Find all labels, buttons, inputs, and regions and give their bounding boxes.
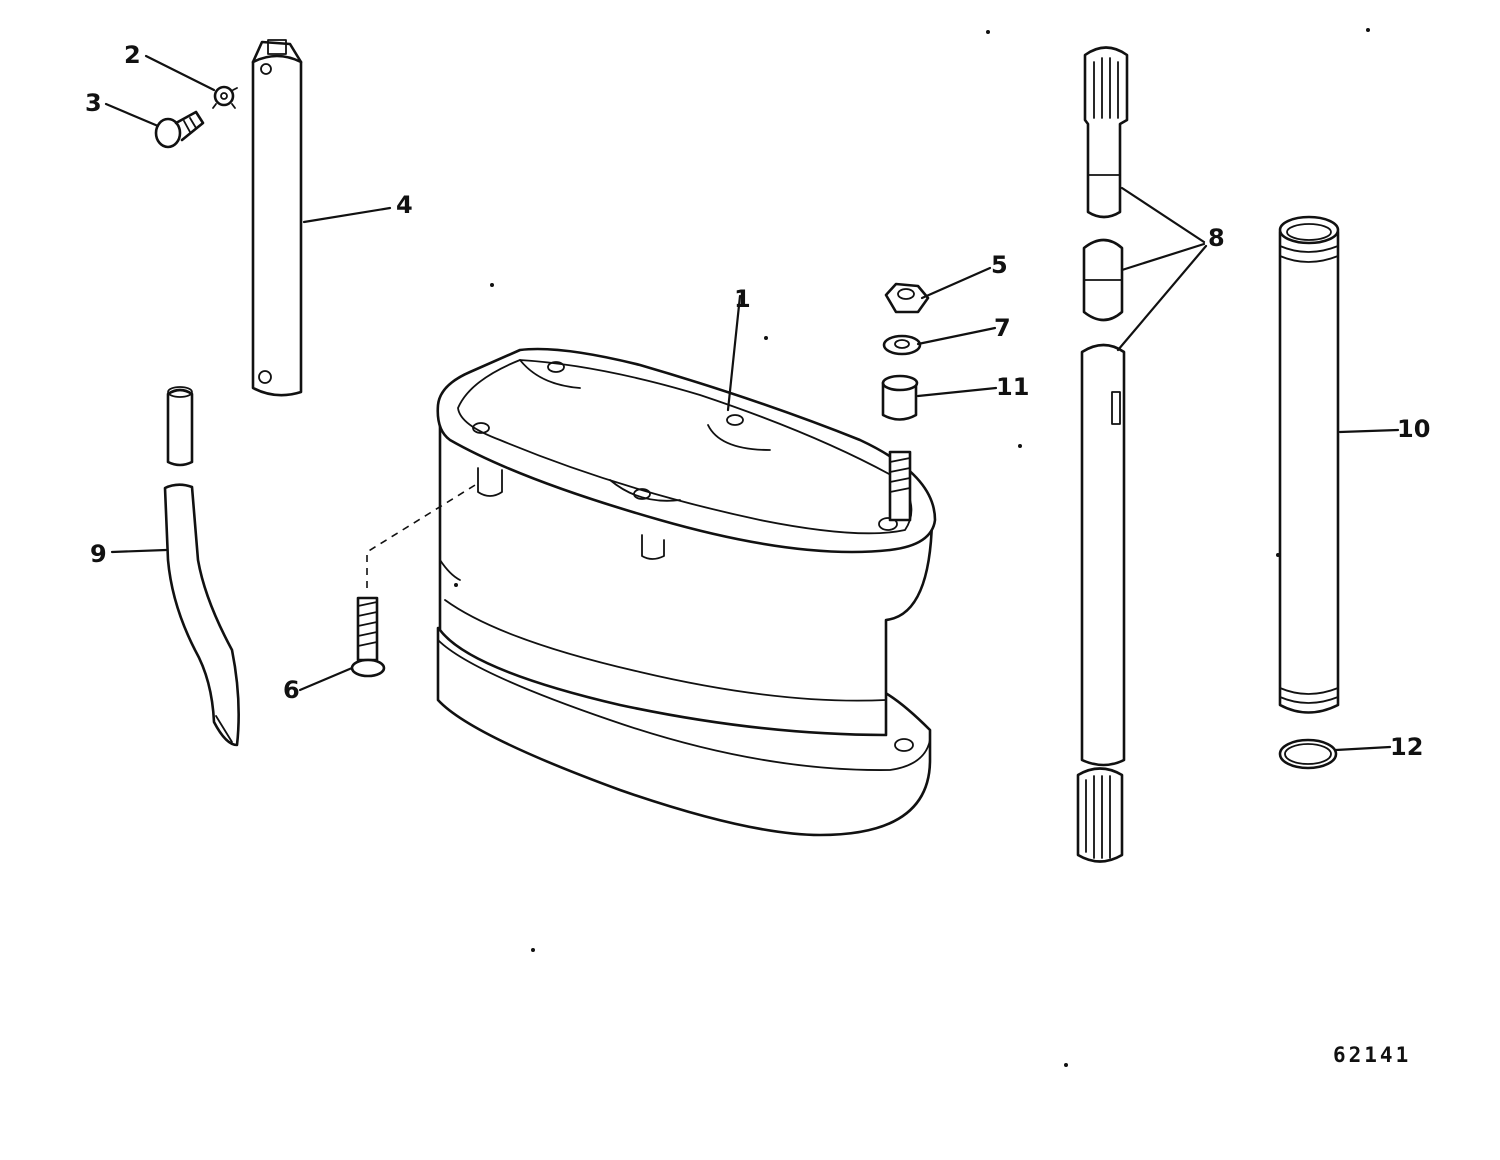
callout-3: 3	[85, 89, 102, 117]
leader-lines	[104, 54, 1400, 752]
callout-1: 1	[734, 285, 751, 313]
callout-10: 10	[1397, 415, 1431, 443]
figure-number: 62141	[1333, 1043, 1412, 1067]
part-9-tube	[163, 386, 240, 747]
callout-7: 7	[994, 314, 1011, 342]
part-10-tube	[1278, 215, 1340, 714]
callout-8: 8	[1208, 224, 1225, 252]
callout-6: 6	[283, 676, 300, 704]
callout-11: 11	[996, 373, 1030, 401]
callout-5: 5	[991, 251, 1008, 279]
part-7-washer	[882, 334, 922, 356]
callout-9: 9	[90, 540, 107, 568]
part-12-o-ring	[1278, 738, 1338, 770]
part-3-screw	[154, 110, 205, 149]
callout-4: 4	[396, 191, 413, 219]
part-5-nut	[884, 282, 930, 314]
part-6-screw	[350, 481, 481, 678]
callout-12: 12	[1390, 733, 1424, 761]
scan-specks	[454, 28, 1370, 1067]
part-4-bar	[251, 39, 303, 397]
part-8-drive-shaft	[1076, 46, 1129, 863]
part-1-housing	[436, 347, 937, 837]
callout-2: 2	[124, 41, 141, 69]
part-11-spacer	[881, 374, 919, 421]
